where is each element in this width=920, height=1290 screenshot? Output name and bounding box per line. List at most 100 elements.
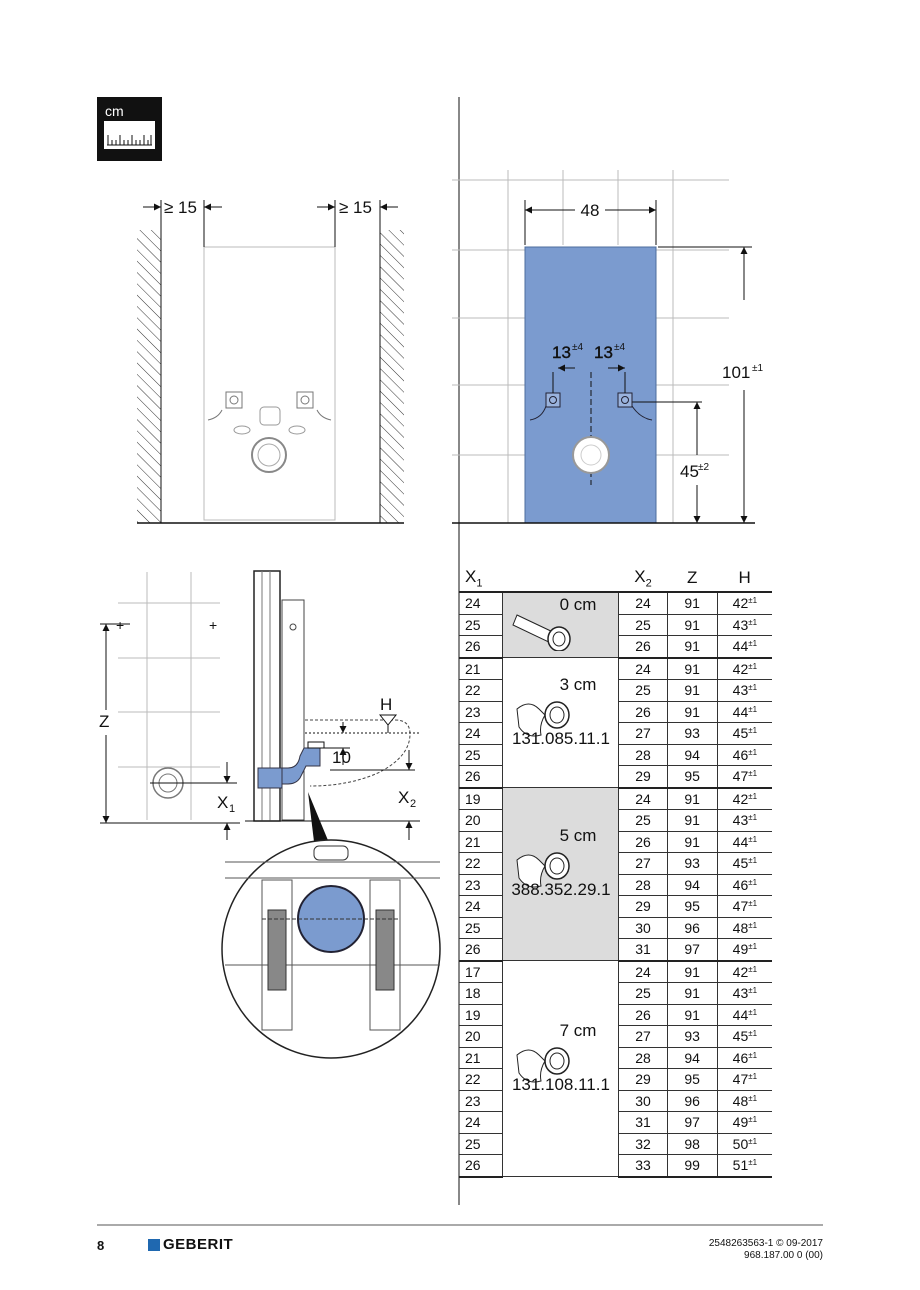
article-number: 131.108.11.1 bbox=[511, 1074, 610, 1094]
table-header: X1 X2 Z H bbox=[459, 565, 772, 593]
cell-h: 45±1 bbox=[717, 1025, 772, 1048]
cell-x1: 24 bbox=[459, 895, 503, 918]
header-fitting bbox=[502, 565, 619, 593]
document-reference: 2548263563-1 © 09-2017 968.187.00 0 (00) bbox=[709, 1238, 823, 1262]
svg-text:+: + bbox=[209, 617, 217, 633]
doc-ref: 2548263563-1 © 09-2017 bbox=[708, 1238, 823, 1249]
cell-x1: 21 bbox=[459, 1047, 503, 1069]
cell-x2: 31 bbox=[618, 938, 668, 962]
front-view: ≥ 15 ≥ 15 bbox=[137, 198, 404, 524]
cell-x1: 26 bbox=[459, 635, 503, 659]
cell-h: 45±1 bbox=[717, 852, 772, 875]
clearance-right-label: ≥ 15 bbox=[339, 198, 372, 217]
cell-x2: 30 bbox=[618, 1090, 668, 1112]
doc-code: 968.187.00 0 (00) bbox=[744, 1250, 823, 1261]
offset-left-tol: ±4 bbox=[572, 342, 583, 353]
cell-x2: 25 bbox=[618, 982, 668, 1005]
cell-h: 44±1 bbox=[717, 831, 772, 853]
cell-z: 91 bbox=[667, 657, 718, 680]
cell-h: 42±1 bbox=[717, 657, 772, 680]
cell-z: 95 bbox=[667, 1068, 718, 1091]
cell-x2: 28 bbox=[618, 874, 668, 896]
pipe-fitting-icon bbox=[516, 1046, 571, 1082]
cell-x1: 23 bbox=[459, 701, 503, 723]
cell-z: 95 bbox=[667, 895, 718, 918]
cell-x2: 25 bbox=[618, 679, 668, 702]
svg-text:+: + bbox=[116, 617, 124, 633]
cell-x2: 25 bbox=[618, 614, 668, 636]
cell-z: 91 bbox=[667, 982, 718, 1005]
z-label: Z bbox=[99, 712, 109, 731]
offset-left-label: 13 bbox=[552, 343, 571, 362]
cell-z: 91 bbox=[667, 831, 718, 853]
pipe-fitting-icon bbox=[516, 700, 571, 736]
cell-z: 91 bbox=[667, 809, 718, 832]
offset-right-tol: ±4 bbox=[614, 342, 625, 353]
cell-z: 93 bbox=[667, 722, 718, 745]
cell-x2: 32 bbox=[618, 1133, 668, 1155]
panel-width-label: 48 bbox=[581, 201, 600, 220]
x1-sub: 1 bbox=[229, 803, 235, 815]
cell-h: 47±1 bbox=[717, 1068, 772, 1091]
cell-x2: 26 bbox=[618, 635, 668, 659]
cell-z: 93 bbox=[667, 1025, 718, 1048]
cell-x2: 29 bbox=[618, 765, 668, 789]
cell-x1: 24 bbox=[459, 722, 503, 745]
cell-h: 49±1 bbox=[717, 1111, 772, 1134]
panel-height-label: 101 bbox=[722, 363, 750, 382]
cell-z: 91 bbox=[667, 635, 718, 659]
cell-h: 51±1 bbox=[717, 1154, 772, 1178]
cell-z: 97 bbox=[667, 1111, 718, 1134]
ruler-badge: cm bbox=[97, 97, 162, 161]
x2-label: X bbox=[398, 788, 409, 807]
cell-h: 45±1 bbox=[717, 722, 772, 745]
header-h: H bbox=[717, 565, 772, 593]
cell-h: 48±1 bbox=[717, 1090, 772, 1112]
cell-x1: 19 bbox=[459, 787, 503, 810]
cell-x2: 26 bbox=[618, 701, 668, 723]
offset-right-label: 13 bbox=[594, 343, 613, 362]
cell-x1: 25 bbox=[459, 917, 503, 939]
cell-z: 97 bbox=[667, 938, 718, 962]
h-label: H bbox=[380, 695, 392, 714]
cell-x2: 30 bbox=[618, 917, 668, 939]
cell-z: 91 bbox=[667, 787, 718, 810]
cell-x2: 31 bbox=[618, 1111, 668, 1134]
cell-x1: 20 bbox=[459, 1025, 503, 1048]
clearance-left-label: ≥ 15 bbox=[164, 198, 197, 217]
cell-z: 91 bbox=[667, 1004, 718, 1026]
pipe-fitting-icon bbox=[512, 614, 572, 652]
brand-square-icon bbox=[148, 1238, 160, 1251]
cell-h: 43±1 bbox=[717, 679, 772, 702]
cell-x2: 33 bbox=[618, 1154, 668, 1178]
cell-z: 94 bbox=[667, 744, 718, 766]
cell-x2: 24 bbox=[618, 657, 668, 680]
cell-h: 46±1 bbox=[717, 744, 772, 766]
cell-x1: 25 bbox=[459, 744, 503, 766]
cell-z: 91 bbox=[667, 679, 718, 702]
cell-h: 44±1 bbox=[717, 701, 772, 723]
article-number: 131.085.11.1 bbox=[511, 728, 610, 748]
x2-sub: 2 bbox=[410, 798, 416, 810]
cell-x1: 22 bbox=[459, 1068, 503, 1091]
cell-x1: 26 bbox=[459, 938, 503, 962]
cell-x1: 25 bbox=[459, 1133, 503, 1155]
cell-x1: 19 bbox=[459, 1004, 503, 1026]
